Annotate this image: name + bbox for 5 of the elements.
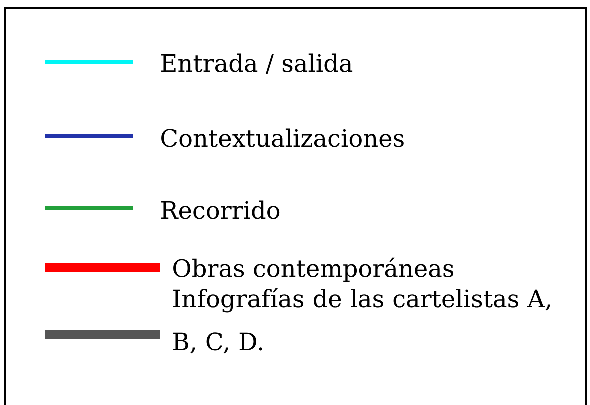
legend-label: Entrada / salida	[162, 54, 353, 74]
legend-label: Contextualizaciones	[162, 128, 404, 148]
legend-label: Infografías de las cartelistas A, B, C, D.	[174, 288, 550, 354]
legend-label: Recorrido	[162, 200, 280, 220]
legend-label: Obras contemporáneas	[174, 258, 454, 282]
